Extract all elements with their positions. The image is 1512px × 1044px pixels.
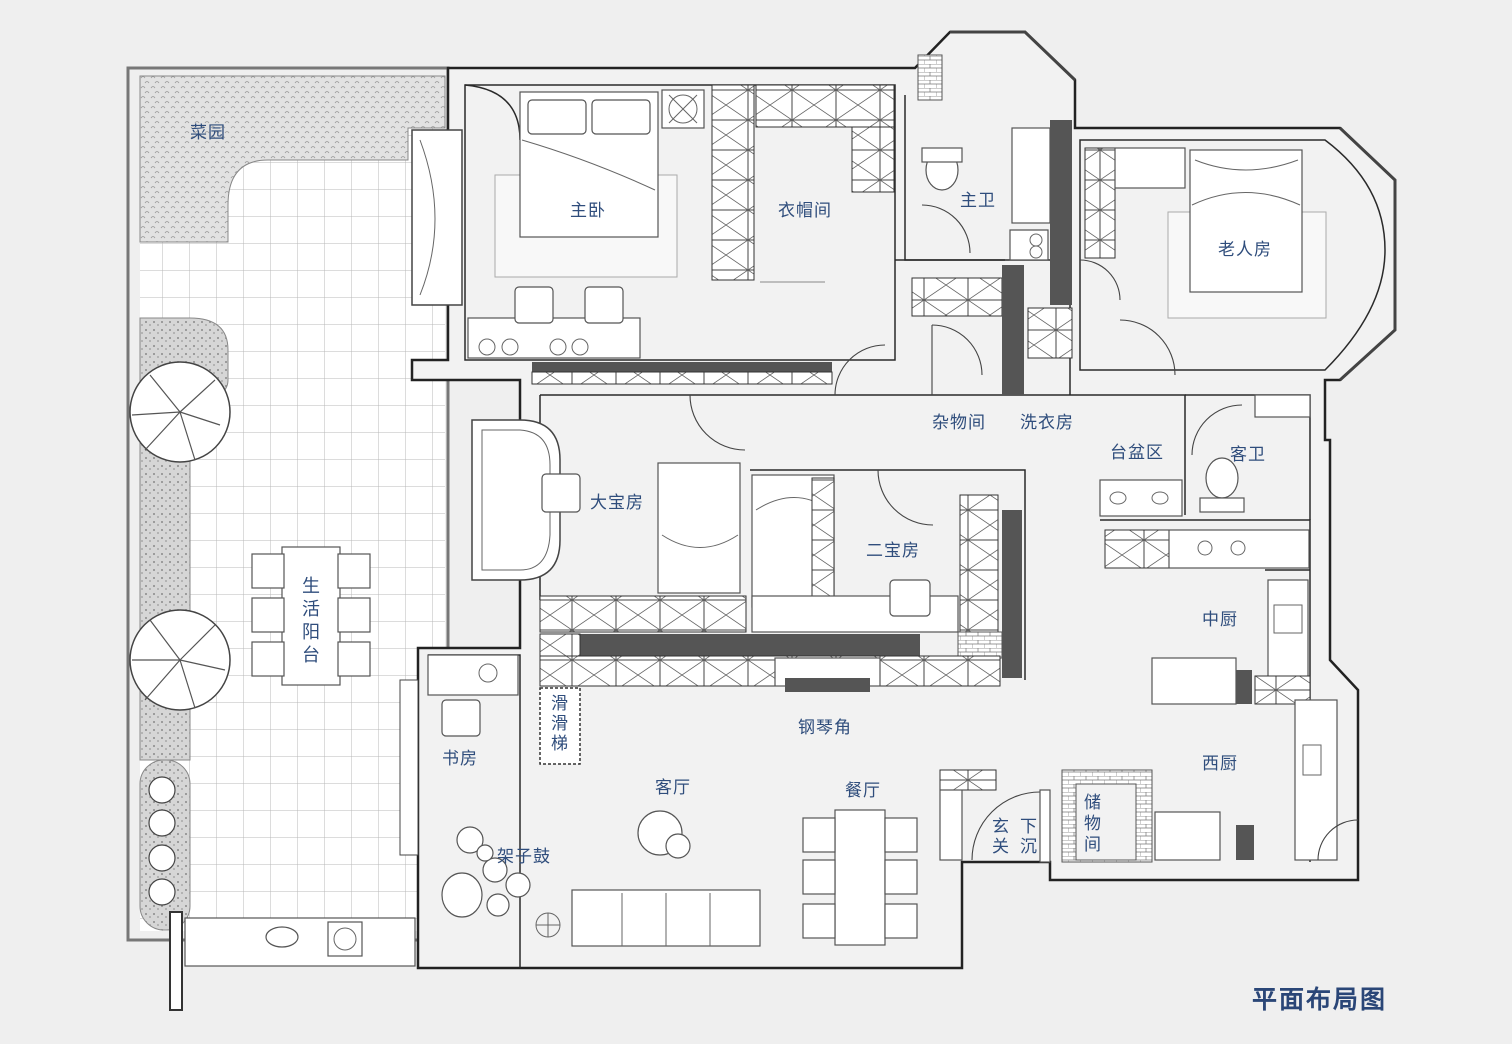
tree-icon [129, 609, 231, 711]
balcony-dining-table [251, 546, 371, 686]
basin-guest-bath [1099, 394, 1311, 517]
balcony-area [126, 66, 450, 1011]
label-slide-2: 滑 [551, 714, 569, 734]
master-desk [467, 286, 641, 359]
master-bed [494, 89, 705, 278]
second-room-fixtures [751, 469, 1022, 678]
label-storage-3: 间 [1084, 835, 1102, 855]
label-balcony-1: 生 [302, 576, 321, 597]
label-piano-corner: 钢琴角 [798, 718, 852, 738]
label-slide-1: 滑 [551, 694, 569, 714]
label-living-room: 客厅 [655, 778, 691, 798]
storage-laundry-fixtures [834, 265, 1176, 396]
label-storage-1: 储 [1084, 793, 1102, 813]
label-balcony-2: 活 [302, 599, 321, 620]
label-slide-3: 梯 [551, 734, 569, 754]
label-chinese-kitchen: 中厨 [1202, 610, 1238, 630]
label-basin-area: 台盆区 [1110, 443, 1164, 463]
label-master-bedroom: 主卧 [570, 201, 606, 221]
label-drum-kit: 架子鼓 [497, 847, 551, 867]
label-laundry: 洗衣房 [1020, 413, 1074, 433]
living-furniture [535, 810, 761, 947]
label-balcony-3: 阳 [302, 622, 321, 643]
plan-title: 平面布局图 [1252, 985, 1387, 1014]
label-sunken-2: 沉 [1020, 837, 1038, 857]
label-eldest-child-room: 大宝房 [590, 493, 644, 513]
entrance-fixtures [939, 769, 1153, 863]
label-balcony-4: 台 [302, 645, 321, 666]
label-second-child-room: 二宝房 [866, 541, 920, 561]
label-master-bath: 主卫 [960, 191, 996, 211]
plant-pots [148, 776, 176, 906]
label-storage-room: 杂物间 [932, 413, 986, 433]
label-guest-bath: 客卫 [1230, 445, 1266, 465]
label-entrance-2: 关 [992, 837, 1010, 857]
room-labels: 菜园 主卧 衣帽间 主卫 老人房 杂物间 洗衣房 台盆区 客卫 大宝房 二宝房 … [190, 123, 1272, 867]
slide-structure [539, 687, 581, 765]
label-entrance-1: 玄 [992, 817, 1010, 837]
cloakroom-cabinets [711, 84, 895, 283]
label-sunken-1: 下 [1020, 817, 1038, 837]
kitchen-fixtures [1104, 529, 1359, 861]
master-bath-fixtures [917, 54, 1072, 305]
dining-table [802, 809, 918, 946]
eldest-room-fixtures [471, 394, 747, 633]
elder-bed [1079, 147, 1327, 319]
label-western-kitchen: 西厨 [1202, 754, 1238, 774]
label-storage-2: 物 [1084, 814, 1102, 834]
drum-kit [441, 826, 531, 918]
label-dining-room: 餐厅 [845, 781, 881, 801]
label-study: 书房 [442, 749, 478, 769]
label-elder-room: 老人房 [1218, 240, 1272, 260]
label-cloakroom: 衣帽间 [778, 201, 832, 221]
study-fixtures [399, 654, 519, 856]
tree-icon [129, 361, 231, 463]
label-vegetable-garden: 菜园 [190, 123, 226, 143]
